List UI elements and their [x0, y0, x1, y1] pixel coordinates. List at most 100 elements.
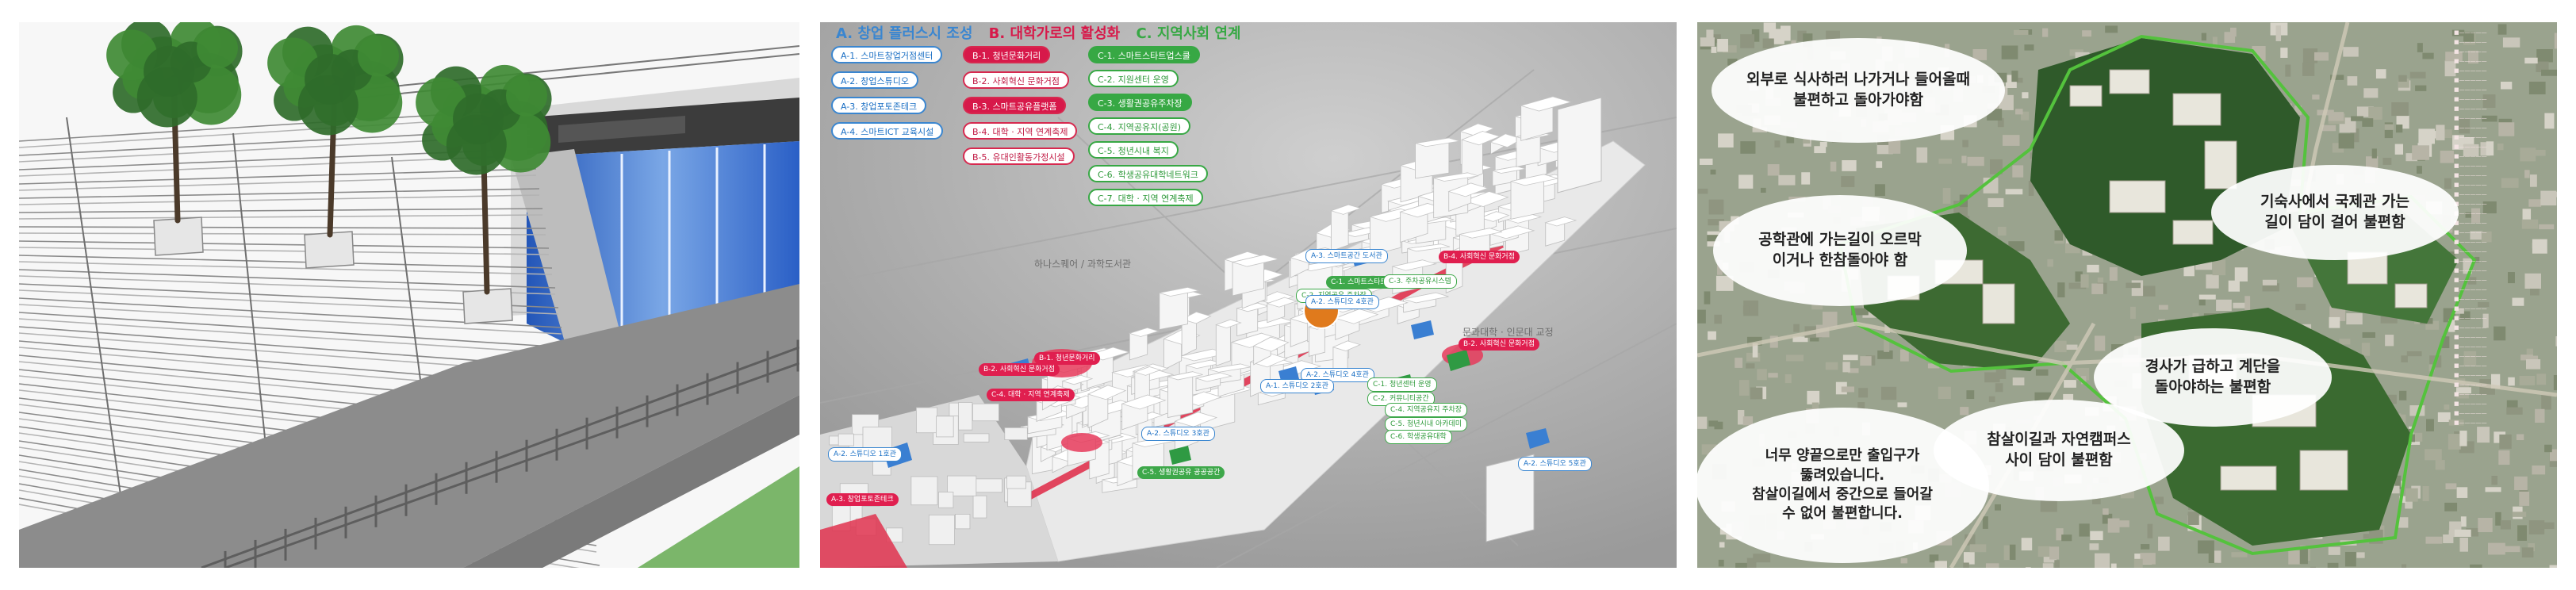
comment-bubble-6: 참살이길과 자연캠퍼스 사이 담이 불편함: [1934, 400, 2184, 501]
legend-a-3: A-3. 창업포토존테크: [831, 97, 927, 114]
map-tag: A-2. 스튜디오 4호관: [1301, 368, 1374, 382]
legend-entry: ■—————: [2454, 220, 2487, 226]
legend-entry: ■—————: [2454, 229, 2487, 236]
legend-entry: ■—————: [2454, 420, 2487, 426]
legend-entry: ■—————: [2454, 115, 2487, 121]
legend-entry: ■—————: [2454, 324, 2487, 331]
green-marker: [1169, 446, 1191, 465]
grass-area: [638, 466, 799, 568]
blue-marker: [1411, 320, 1434, 339]
legend-b-4: B-4. 대학 · 지역 연계축제: [963, 122, 1078, 140]
legend-entry: ■—————: [2454, 400, 2487, 407]
legend-entry: ■—————: [2454, 381, 2487, 388]
tree-canopies: [106, 22, 552, 175]
legend-entry: ■—————: [2454, 334, 2487, 340]
map-tag: B-1. 청년문화거리: [1034, 352, 1100, 365]
legend-entry: ■—————: [2454, 39, 2487, 45]
map-tag: A-1. 스튜디오 2호관: [1260, 379, 1334, 393]
legend-entry: ■—————: [2454, 86, 2487, 93]
map-tag: B-2. 사회혁신 문화거점: [979, 363, 1060, 376]
legend-entry: ■—————: [2454, 239, 2487, 245]
comment-text-1: 외부로 식사하러 나가거나 들어올때 불편하고 돌아가야함: [1746, 71, 1971, 109]
red-zone-marker: [1061, 433, 1102, 452]
legend-entry: ■—————: [2454, 172, 2487, 178]
legend-entry: ■—————: [2454, 343, 2487, 350]
legend-entry: ■—————: [2454, 267, 2487, 274]
map-tag: A-3. 창업포토존테크: [826, 493, 899, 506]
planter-box: [462, 288, 513, 324]
map-tag: B-4. 사회혁신 문화거점: [1439, 251, 1520, 263]
legend-b-3: B-3. 스마트공유플랫폼: [963, 97, 1067, 114]
legend-entry: ■—————: [2454, 410, 2487, 416]
comment-text-6: 참살이길과 자연캠퍼스 사이 담이 불편함: [1987, 431, 2131, 469]
green-marker: [1447, 350, 1470, 371]
seating-steps-render: [19, 22, 799, 568]
comment-bubble-3: 기숙사에서 국제관 가는 길이 담이 걸어 불편함: [2211, 165, 2459, 260]
legend-entry: ■—————: [2454, 125, 2487, 131]
map-tag: B-2. 사회혁신 문화거점: [1459, 338, 1539, 351]
legend-c-7: C-7. 대학 · 지역 연계축제: [1088, 189, 1203, 206]
legend-entry: ■—————: [2454, 48, 2487, 55]
urban-plan-map: A. 창업 플러스시 조성 B. 대학가로의 활성화 C. 지역사회 연계 A-…: [820, 22, 1677, 568]
comment-bubble-2: 공학관에 가는길이 오르막 이거나 한참돌아야 함: [1713, 195, 1967, 306]
legend-b-1: B-1. 청년문화거리: [963, 46, 1051, 63]
legend-entry: ■—————: [2454, 353, 2487, 359]
legend-entry: ■—————: [2454, 248, 2487, 255]
comment-bubble-1: 외부로 식사하러 나가거나 들어올때 불편하고 돌아가야함: [1712, 38, 2005, 143]
legend-b-2: B-2. 사회혁신 문화거점: [963, 71, 1069, 89]
legend-c-4: C-4. 지역공유지(공원): [1088, 117, 1191, 135]
planter-box: [304, 231, 355, 269]
legend-entry: ■—————: [2454, 105, 2487, 112]
map-legend-list: ■————— ■————— ■————— ■————— ■————— ■————— ■———…: [2454, 27, 2549, 429]
campus-boundary: [1838, 34, 2477, 556]
legend-entry: ■—————: [2454, 258, 2487, 264]
map-tag: A-2. 스튜디오 5호관: [1518, 457, 1592, 471]
stairs-illustration: [19, 22, 799, 568]
map-tag: C-3. 주차공유시스템: [1383, 274, 1457, 289]
walkway: [19, 284, 799, 568]
legend-entry: ■—————: [2454, 191, 2487, 197]
legend-entry: ■—————: [2454, 153, 2487, 159]
legend-c-6: C-6. 학생공유대학네트워크: [1088, 165, 1208, 182]
legend-entry: ■—————: [2454, 144, 2487, 150]
legend-entry: ■—————: [2454, 77, 2487, 83]
map-tag: A-3. 스마트공간 도서관: [1305, 249, 1388, 263]
legend-a-2: A-2. 창업스튜디오: [831, 71, 918, 89]
legend-entry: ■—————: [2454, 58, 2487, 64]
map-tag: C-5. 생활권공유 공공공간: [1137, 466, 1225, 479]
legend-entry: ■—————: [2454, 210, 2487, 216]
title-a: A. 창업 플러스시 조성: [836, 25, 973, 42]
legend-entry: ■—————: [2454, 182, 2487, 188]
comment-text-3: 기숙사에서 국제관 가는 길이 담이 걸어 불편함: [2260, 193, 2410, 231]
legend-entry: ■—————: [2454, 29, 2487, 36]
legend-a-4: A-4. 스마트ICT 교육시설: [831, 122, 944, 140]
legend-c-3: C-3. 생활권공유주차장: [1088, 94, 1192, 111]
comment-text-2: 공학관에 가는길이 오르막 이거나 한참돌아야 함: [1758, 231, 1922, 269]
legend-entry: ■—————: [2454, 277, 2487, 283]
map-tag: C-4. 지역공유지 주차장: [1385, 403, 1468, 417]
legend-entry: ■—————: [2454, 372, 2487, 378]
map-tag: A-2. 스튜디오 4호관: [1305, 295, 1379, 309]
blue-marker: [1526, 428, 1550, 449]
map-tag: A-2. 스튜디오 1호관: [828, 447, 902, 462]
campus-map: ■————— ■————— ■————— ■————— ■————— ■————— ■———…: [1697, 22, 2557, 568]
plan-title: A. 창업 플러스시 조성 B. 대학가로의 활성화 C. 지역사회 연계: [836, 22, 1252, 43]
legend-entry: ■—————: [2454, 296, 2487, 302]
legend-entry: ■—————: [2454, 96, 2487, 102]
title-c: C. 지역사회 연계: [1136, 25, 1241, 42]
map-label-library: 하나스퀘어 / 과학도서관: [1034, 259, 1132, 270]
legend-entry: ■—————: [2454, 362, 2487, 369]
planter-box: [153, 216, 204, 256]
map-tag: A-2. 스튜디오 3호관: [1141, 427, 1215, 441]
legend-entry: ■—————: [2454, 163, 2487, 169]
map-tag: C-4. 대학 · 지역 연계축제: [987, 389, 1075, 401]
legend-entry: ■—————: [2454, 315, 2487, 321]
map-tag: C-1. 청년센터 운영: [1367, 377, 1437, 392]
legend-entry: ■—————: [2454, 134, 2487, 140]
legend-entry: ■—————: [2454, 201, 2487, 207]
legend-c-5: C-5. 청년시내 복지: [1088, 141, 1179, 159]
legend-entry: ■—————: [2454, 286, 2487, 293]
legend-entry: ■—————: [2454, 391, 2487, 397]
legend-c-1: C-1. 스마트스타트업스쿨: [1088, 46, 1200, 63]
map-tag: C-6. 학생공유대학: [1385, 430, 1452, 444]
